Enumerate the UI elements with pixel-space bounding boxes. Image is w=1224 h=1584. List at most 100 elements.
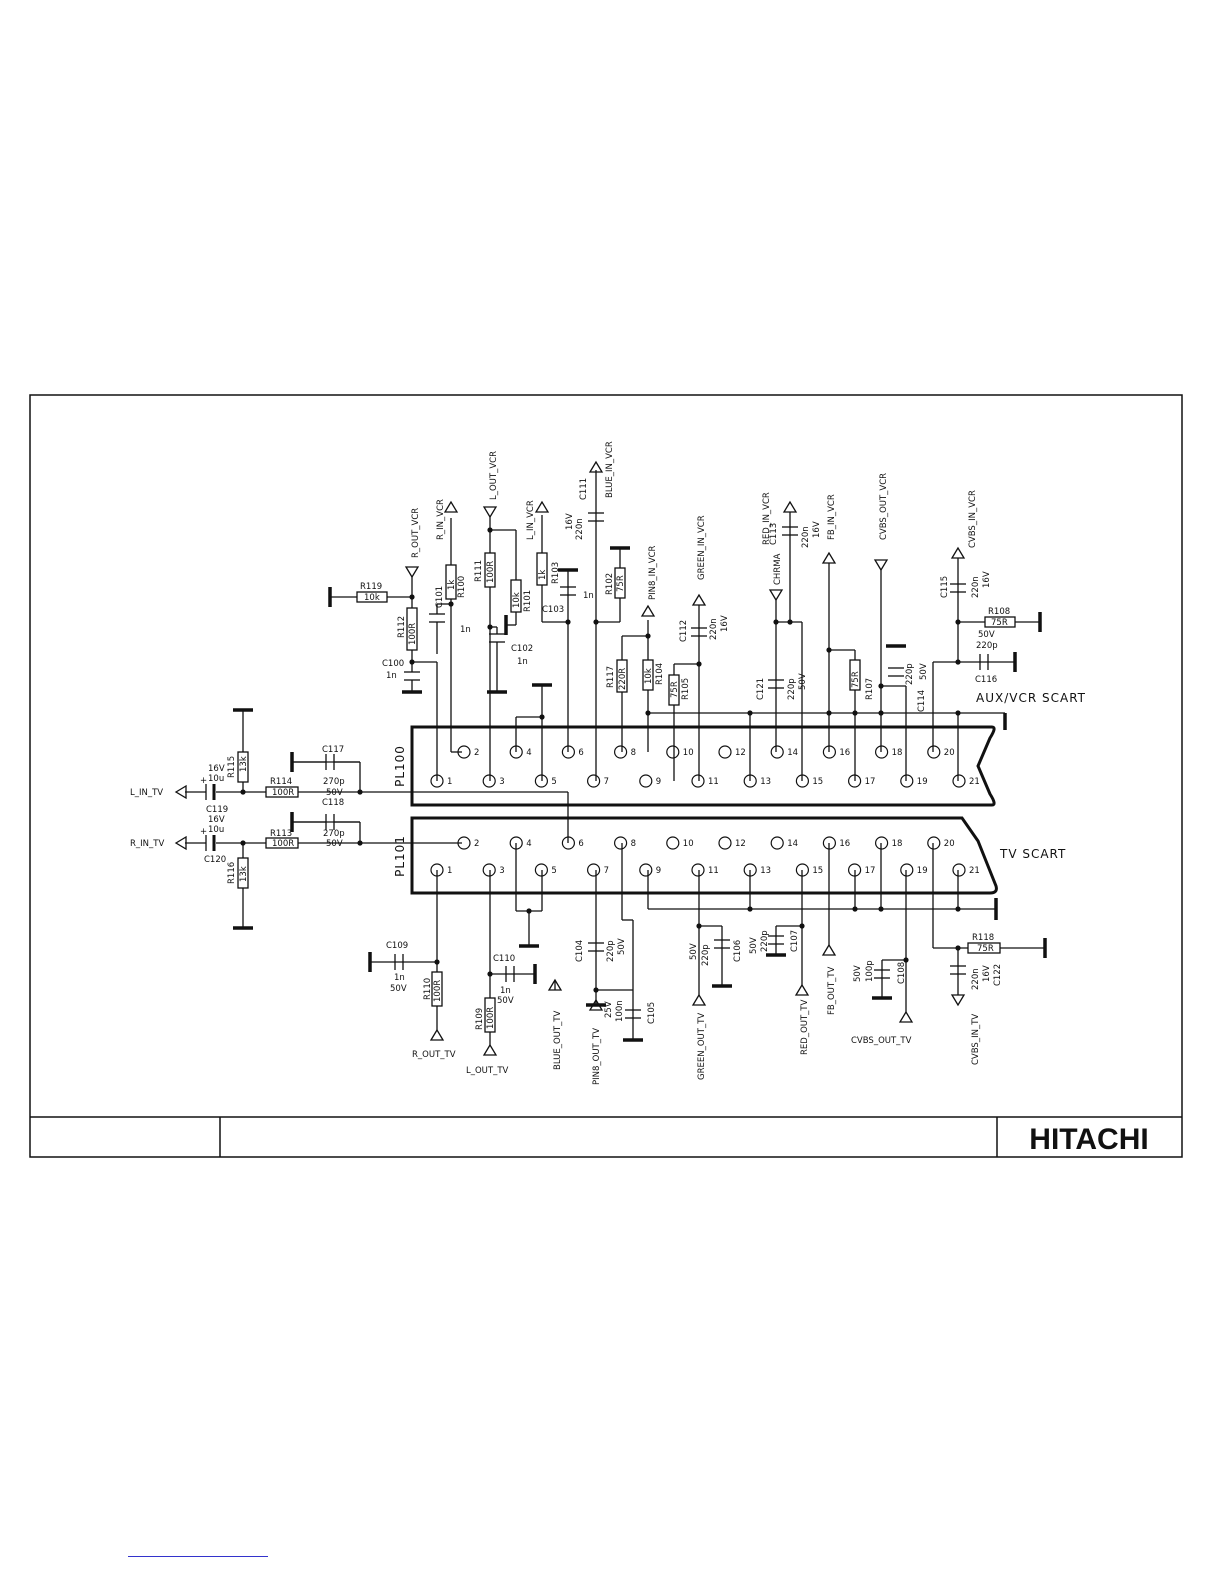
c102-ref: C102 <box>511 644 533 654</box>
r117-value: 220R <box>618 668 628 690</box>
wire-junction-dot <box>645 710 651 716</box>
c116-ref: C116 <box>975 675 997 685</box>
c105-voltage: 25V <box>604 1001 614 1018</box>
pl100-pin-number: 15 <box>812 777 823 787</box>
c120-voltage: 16V <box>208 815 225 825</box>
c108-value: 100p <box>865 960 875 982</box>
green-in-vcr-label: GREEN_IN_VCR <box>697 515 707 580</box>
red-in-vcr-label: RED_IN_VCR <box>762 492 772 545</box>
pl101-pin-7 <box>586 863 601 877</box>
r100-resistor <box>445 564 457 600</box>
resistors <box>237 552 1016 1033</box>
pl100-pin-12 <box>718 745 732 759</box>
r109-ref: R109 <box>475 1008 485 1030</box>
blue-in-vcr-flag <box>588 460 604 473</box>
aux-vcr-scart-title: AUX/VCR SCART <box>976 691 1086 705</box>
c119-voltage: 16V <box>208 764 225 774</box>
pl100-pin-8 <box>613 745 628 759</box>
pl100-pin-number: 8 <box>631 748 636 758</box>
r116-value: 13k <box>239 866 249 882</box>
pl101-pin-number: 2 <box>474 839 479 849</box>
l-in-tv-flag <box>174 784 187 800</box>
pl101-pin-number: 12 <box>735 839 746 849</box>
pl101-pin-number: 20 <box>944 839 955 849</box>
c104-voltage: 50V <box>617 938 627 955</box>
c111-value: 220n <box>575 518 585 540</box>
c117-voltage: 50V <box>326 788 343 798</box>
pl101-pin-number: 10 <box>683 839 694 849</box>
c101-ref: C101 <box>435 586 445 608</box>
hitachi-logo: HITACHI <box>1029 1123 1148 1156</box>
wire-junction-dot <box>878 683 884 689</box>
c114-ref: C114 <box>917 690 927 712</box>
r110-resistor <box>431 971 443 1007</box>
r105-resistor <box>668 674 680 706</box>
cvbs-out-vcr-label: CVBS_OUT_VCR <box>879 473 889 540</box>
pl100-pin-number: 17 <box>865 777 876 787</box>
wire-junction-dot <box>409 594 415 600</box>
pin8-out-tv-flag <box>588 998 604 1011</box>
wire-junction-dot <box>955 619 961 625</box>
pl100-pin-21 <box>952 774 966 788</box>
pl100-pin-number: 1 <box>447 777 452 787</box>
c106-voltage: 50V <box>689 943 699 960</box>
wire-junction-dot <box>487 527 493 533</box>
pl100-pin-19 <box>900 774 914 788</box>
c121-value: 220p <box>787 678 797 700</box>
c106-ref: C106 <box>733 940 743 962</box>
wire-junction-dot <box>903 957 909 963</box>
footer-underline <box>128 1556 268 1557</box>
pl100-pin-number: 11 <box>708 777 719 787</box>
pin8-in-vcr-flag <box>640 604 656 617</box>
c114-voltage: 50V <box>919 663 929 680</box>
green-in-vcr-flag <box>691 593 707 606</box>
wire-junction-dot <box>539 714 545 720</box>
r119-ref: R119 <box>360 582 382 592</box>
pl100-pin-number: 7 <box>604 777 609 787</box>
wire-junction-dot <box>357 840 363 846</box>
pl101-pin-8 <box>613 836 628 850</box>
r111-resistor <box>484 552 496 588</box>
blue-in-vcr-label: BLUE_IN_VCR <box>605 441 615 498</box>
red-out-tv-label: RED_OUT_TV <box>800 999 810 1055</box>
r102-resistor <box>614 567 626 599</box>
c114-value: 220p <box>905 663 915 685</box>
pl101-pin-21 <box>952 863 966 877</box>
r108-value: 75R <box>991 618 1008 628</box>
chrma-label: CHRMA <box>773 553 783 585</box>
c113-value: 220n <box>801 526 811 548</box>
r104-resistor <box>642 659 654 691</box>
net-flags <box>174 460 966 1056</box>
pl101-pin-14 <box>770 836 784 850</box>
r107-resistor <box>849 659 861 691</box>
c119-ref: C119 <box>206 805 228 815</box>
r111-value: 100R <box>486 561 496 583</box>
wire-junction-dot <box>747 710 753 716</box>
c100-ref: C100 <box>382 659 404 669</box>
pl100-pin-number: 10 <box>683 748 694 758</box>
r112-resistor <box>406 607 418 651</box>
capacitors <box>205 512 989 1019</box>
wire-junction-dot <box>448 601 454 607</box>
pl101-pin-number: 17 <box>865 866 876 876</box>
r104-ref: R104 <box>655 663 665 685</box>
r103-resistor <box>536 552 548 586</box>
pl100-pin-number: 18 <box>892 748 903 758</box>
cvbs-in-tv-flag <box>950 994 966 1007</box>
r102-ref: R102 <box>605 573 615 595</box>
c100-value: 1n <box>386 671 397 681</box>
wire-junction-dot <box>852 710 858 716</box>
wire-junction-dot <box>240 789 246 795</box>
pl101-pin-9 <box>639 863 653 877</box>
wire-junctions <box>240 527 961 993</box>
wire-junction-dot <box>696 661 702 667</box>
pl101-pin-20 <box>927 836 941 850</box>
c107-value: 220p <box>760 930 770 952</box>
r112-value: 100R <box>408 623 418 645</box>
wire-junction-dot <box>593 987 599 993</box>
pl101-pin-number: 7 <box>604 866 609 876</box>
r108-resistor <box>984 616 1016 628</box>
pl101-pin-number: 5 <box>551 866 556 876</box>
r115-value: 13k <box>239 756 249 772</box>
